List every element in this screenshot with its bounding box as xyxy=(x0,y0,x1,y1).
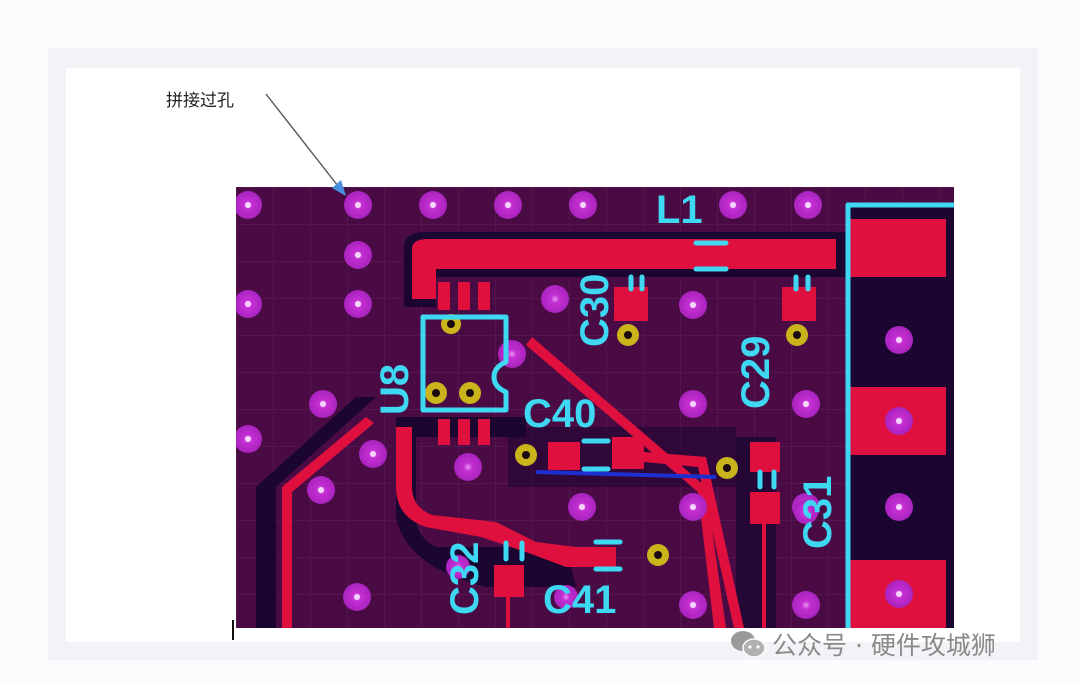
label-c31: C31 xyxy=(796,476,840,549)
label-c40: C40 xyxy=(523,392,596,436)
label-c41: C41 xyxy=(543,578,616,622)
copper-traces xyxy=(282,219,946,628)
crop-marker xyxy=(232,620,234,640)
watermark: 公众号 · 硬件攻城狮 xyxy=(730,626,996,662)
silkscreen xyxy=(420,202,954,628)
signal-vias xyxy=(425,314,808,566)
label-u8: U8 xyxy=(373,364,417,415)
via-holes xyxy=(245,202,902,608)
designator-labels: L1 C30 C29 U8 C40 C31 C32 C41 xyxy=(373,188,840,622)
bottom-layer-trace xyxy=(535,470,717,479)
watermark-text: 公众号 · 硬件攻城狮 xyxy=(772,631,996,660)
label-c32: C32 xyxy=(443,542,487,615)
pcb-layout-view: L1 C30 C29 U8 C40 C31 C32 C41 xyxy=(236,187,954,628)
pcb-artwork: L1 C30 C29 U8 C40 C31 C32 C41 xyxy=(236,187,954,628)
label-c29: C29 xyxy=(734,336,778,409)
wechat-icon xyxy=(730,630,766,658)
stitching-via-annotation: 拼接过孔 xyxy=(166,91,234,111)
label-l1: L1 xyxy=(656,188,703,232)
label-c30: C30 xyxy=(573,274,617,347)
